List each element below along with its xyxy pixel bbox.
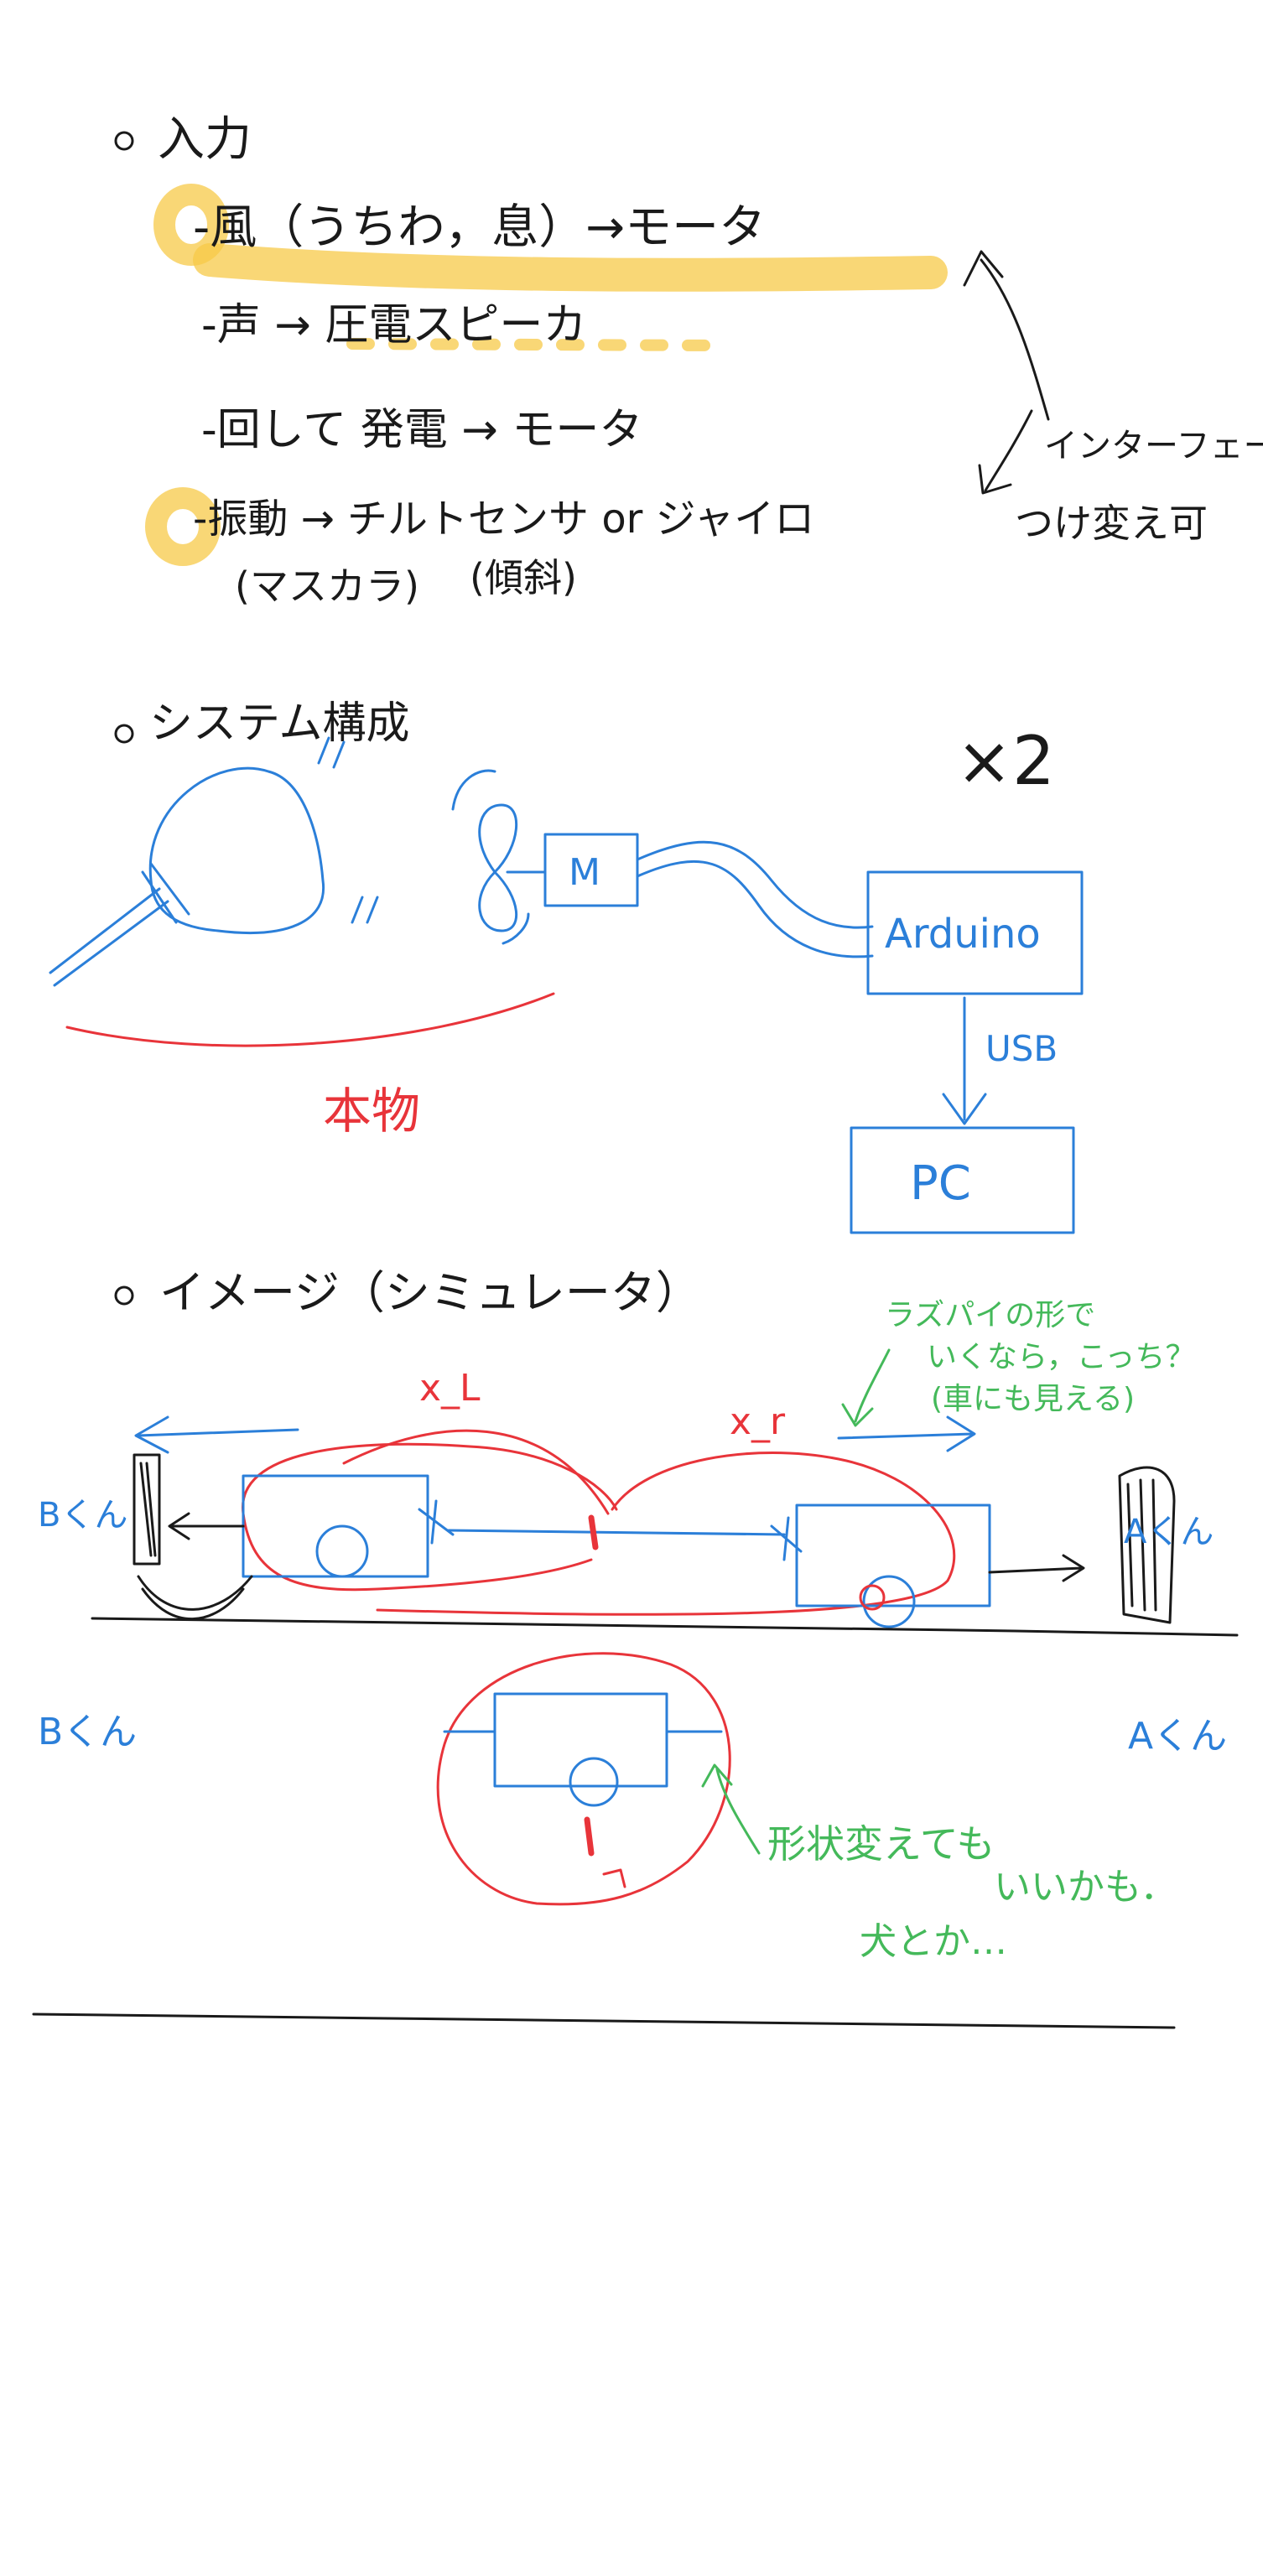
left-direction-arrow bbox=[137, 1428, 299, 1437]
highlight-stroke bbox=[193, 243, 948, 292]
pc-box bbox=[850, 1126, 1075, 1234]
arrow-head-icon bbox=[1062, 1554, 1085, 1582]
image-heading: イメージ（シミュレータ） bbox=[159, 1266, 701, 1319]
interface-note-2: つけ変え可 bbox=[1015, 501, 1208, 546]
cable-line bbox=[636, 840, 874, 929]
a-kun-top-label: Aくん bbox=[1124, 1513, 1214, 1551]
interface-arrow-down bbox=[984, 409, 1033, 492]
fan-handle bbox=[49, 887, 169, 987]
arrow-head-icon bbox=[946, 1415, 976, 1452]
joint-icon bbox=[770, 1516, 803, 1561]
shape-alt-circle bbox=[436, 1652, 731, 1906]
raspi-note-1: ラズパイの形で bbox=[885, 1298, 1095, 1332]
shape-alt-tail bbox=[602, 1868, 626, 1888]
arduino-label: Arduino bbox=[885, 911, 1041, 958]
input-item-rotate: -回して 発電 → モータ bbox=[201, 405, 642, 455]
input-section: 入力 -風（うちわ，息）→モータ -声 → 圧電スピーカ -回して 発電 → モ… bbox=[114, 112, 1263, 609]
car-left-wheel bbox=[315, 1524, 369, 1578]
ground-line bbox=[91, 1617, 1239, 1637]
shape-alt-body bbox=[493, 1692, 668, 1788]
arduino-box bbox=[866, 870, 1084, 995]
bullet-icon bbox=[114, 1285, 134, 1306]
raspi-note-2: いくなら，こっち？ bbox=[927, 1340, 1195, 1374]
motor-box bbox=[543, 833, 639, 907]
input-item-vibration: -振動 → チルトセンサ or ジャイロ bbox=[193, 496, 814, 543]
arrow-head-icon bbox=[168, 1512, 190, 1540]
arrow-head-icon bbox=[942, 1093, 987, 1125]
joint-icon bbox=[418, 1499, 455, 1545]
b-kun-bottom-label: Bくん bbox=[38, 1711, 137, 1753]
input-item-wind: -風（うちわ，息）→モータ bbox=[193, 200, 766, 255]
rotate-arrow-icon bbox=[502, 912, 530, 945]
input-sub-masukara: (マスカラ) bbox=[235, 564, 419, 609]
highlight-dash bbox=[346, 338, 727, 351]
raspi-note-3: (車にも見える) bbox=[931, 1382, 1135, 1416]
fan-icon bbox=[148, 766, 325, 934]
wall-hatch bbox=[1126, 1478, 1157, 1612]
system-heading: システム構成 bbox=[149, 699, 409, 749]
bullet-icon bbox=[114, 131, 134, 151]
interface-note-1: インターフェース bbox=[1044, 427, 1263, 465]
red-ring bbox=[859, 1584, 886, 1611]
highlight-circle-1 bbox=[153, 184, 229, 266]
right-push-arrow bbox=[988, 1566, 1084, 1574]
red-loop-left bbox=[242, 1512, 593, 1592]
wall-hatch bbox=[139, 1462, 157, 1557]
shape-note-arrow bbox=[715, 1768, 761, 1855]
right-direction-arrow bbox=[837, 1432, 975, 1440]
cable-line bbox=[636, 860, 874, 958]
bullet-icon bbox=[114, 724, 134, 744]
arrow-head-icon bbox=[134, 1415, 169, 1454]
fan-hatch bbox=[141, 862, 190, 924]
b-kun-top-label: Bくん bbox=[38, 1496, 127, 1535]
motor-label: M bbox=[569, 851, 600, 894]
wind-lines bbox=[317, 736, 346, 769]
shape-alt-marker bbox=[584, 1816, 595, 1857]
interface-arrow-up bbox=[980, 258, 1050, 421]
times-two-label: ×2 bbox=[956, 722, 1055, 800]
input-sub-keisha: (傾斜) bbox=[470, 555, 577, 600]
arrow-head-icon bbox=[701, 1763, 733, 1788]
shape-note-2: いいかも． bbox=[994, 1866, 1177, 1909]
red-loop-right bbox=[376, 1452, 956, 1616]
propeller-icon bbox=[478, 803, 518, 932]
usb-label: USB bbox=[985, 1028, 1058, 1069]
arrow-head-icon bbox=[963, 250, 1004, 287]
link-rod bbox=[447, 1529, 786, 1536]
input-item-voice: -声 → 圧電スピーカ bbox=[201, 300, 586, 351]
wind-lines bbox=[351, 896, 379, 924]
center-marker bbox=[588, 1514, 599, 1550]
real-bracket bbox=[65, 992, 555, 1047]
car-right-body bbox=[795, 1504, 991, 1607]
x-left-label: x_L bbox=[419, 1367, 481, 1410]
shape-note-1: 形状変えても bbox=[767, 1821, 995, 1867]
shape-note-3: 犬とか… bbox=[860, 1920, 1007, 1963]
red-loop-left bbox=[242, 1442, 618, 1515]
shape-alt-wheel bbox=[569, 1757, 619, 1807]
raspi-note-arrow bbox=[854, 1348, 891, 1423]
a-kun-bottom-label: Aくん bbox=[1128, 1715, 1227, 1758]
left-rocker bbox=[137, 1575, 253, 1621]
rotate-arrow-icon bbox=[451, 769, 496, 811]
right-wall bbox=[1118, 1466, 1176, 1624]
x-right-label: x_r bbox=[730, 1400, 786, 1443]
image-section: イメージ（シミュレータ） ラズパイの形で いくなら，こっち？ (車にも見える) … bbox=[38, 1266, 1239, 1963]
arrow-head-icon bbox=[978, 464, 1012, 495]
honmono-label: 本物 bbox=[323, 1083, 420, 1140]
arrow-head-icon bbox=[841, 1403, 874, 1427]
input-heading: 入力 bbox=[158, 112, 252, 167]
left-wall bbox=[133, 1453, 161, 1566]
pc-label: PC bbox=[910, 1156, 971, 1211]
bottom-divider bbox=[32, 2012, 1176, 2029]
highlight-circle-2 bbox=[145, 487, 221, 566]
car-right-wheel bbox=[862, 1575, 916, 1628]
system-section: システム構成 ×2 M Arduino USB PC 本物 bbox=[49, 699, 1084, 1234]
red-loop-top bbox=[342, 1429, 610, 1515]
